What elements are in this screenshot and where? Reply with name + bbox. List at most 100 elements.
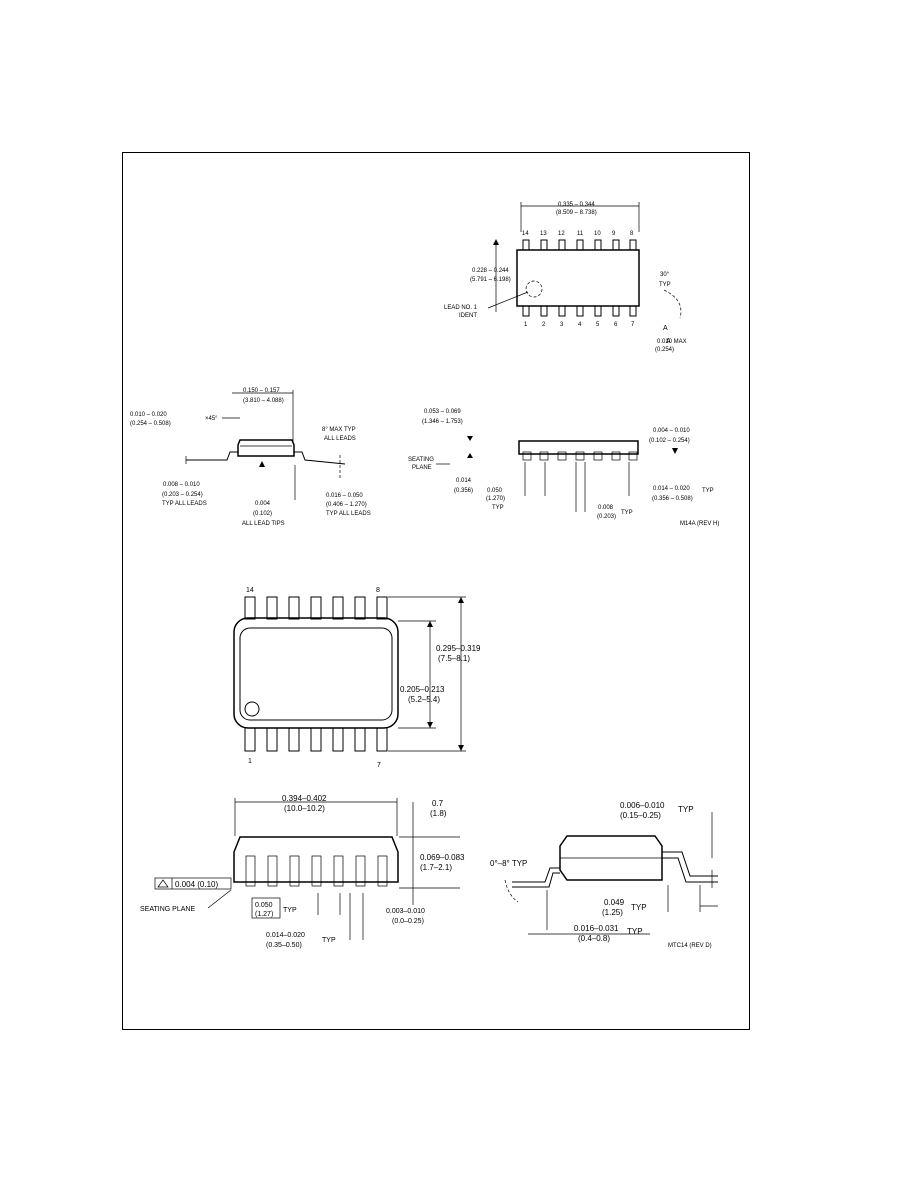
bsv-leadw-typ: TYP xyxy=(322,937,336,944)
pin-number: 13 xyxy=(540,231,547,237)
body-width-in: 0.205–0.213 xyxy=(400,685,445,694)
overall-in: 0.295–0.319 xyxy=(436,644,481,653)
angle-max: 8° MAX TYP xyxy=(322,427,356,433)
pin-number: 9 xyxy=(612,231,616,237)
lead-thk-in: 0.008 – 0.010 xyxy=(163,482,200,488)
front-pitch-typ: TYP xyxy=(492,505,504,511)
section-a-top: A xyxy=(663,325,668,332)
body-width-mm: (5.2–5.4) xyxy=(408,695,440,704)
clear-in: 0.004 – 0.010 xyxy=(653,428,690,434)
pin-number: 3 xyxy=(560,322,564,328)
gap-mm: (0.203) xyxy=(597,514,616,520)
bsv-body-h-mm: (1.7–2.1) xyxy=(420,863,452,872)
top-view-body xyxy=(516,249,640,307)
pin-number: 8 xyxy=(630,231,634,237)
max-mm: (0.254) xyxy=(655,347,674,353)
front-leadw-typ: TYP xyxy=(702,488,714,494)
chamfer-x: ×45° xyxy=(205,416,218,422)
angle-typ: TYP xyxy=(659,282,671,288)
detail-body xyxy=(559,835,663,881)
gap-in: 0.008 xyxy=(598,505,614,511)
front-standoff-in: 0.014 xyxy=(456,478,472,484)
bsv-length-mm: (10.0–10.2) xyxy=(284,804,325,813)
top-view: 0.335 – 0.344 (8.509 – 8.738) 14 13 12 1… xyxy=(444,202,687,353)
pin-label-1: 1 xyxy=(248,758,252,765)
side-body xyxy=(237,439,295,457)
side-width-mm: (3.810 – 4.088) xyxy=(243,398,284,404)
lead-thk-note: TYP ALL LEADS xyxy=(162,501,207,507)
pin1-dot-icon xyxy=(244,701,260,717)
bsv-body-h-in: 0.069–0.083 xyxy=(420,853,465,862)
drawing-number-2: MTC14 (REV D) xyxy=(668,943,712,949)
pin-number: 10 xyxy=(594,231,601,237)
top-length-mm: (8.509 – 8.738) xyxy=(556,210,597,216)
bsv-pitch-typ: TYP xyxy=(283,907,297,914)
detail-len-typ: TYP xyxy=(627,927,643,936)
plane-label: PLANE xyxy=(412,465,432,471)
height-frac-bottom: (1.8) xyxy=(430,809,447,818)
bsv-leadw-mm: (0.35–0.50) xyxy=(266,942,302,949)
side-view: 0.150 – 0.157 (3.810 – 4.088) 0.010 – 0.… xyxy=(130,388,371,527)
section-a-bottom: A xyxy=(666,338,671,345)
front-standoff-mm: (0.356) xyxy=(454,488,473,494)
detail-len-in: 0.016–0.031 xyxy=(574,924,619,933)
side-width-in: 0.150 – 0.157 xyxy=(243,388,280,394)
pin1-ident-icon xyxy=(525,280,543,298)
pin-label-8: 8 xyxy=(376,587,380,594)
coplan-in: 0.004 xyxy=(255,501,271,507)
coplan-mm: (0.102) xyxy=(253,511,272,517)
angle-label: 30° xyxy=(660,272,670,278)
detail-thk-typ: TYP xyxy=(678,805,694,814)
top-length-in: 0.335 – 0.344 xyxy=(558,202,595,208)
front-body xyxy=(518,440,639,455)
pin-label-14: 14 xyxy=(246,587,254,594)
detail-thk-mm: (0.15–0.25) xyxy=(620,811,661,820)
detail-foot-in: 0.049 xyxy=(604,898,625,907)
bsv-length-in: 0.394–0.402 xyxy=(282,794,327,803)
plan-view: 14 8 1 7 0.295–0.319 (7.5–8.1) xyxy=(233,587,481,769)
seating-label: SEATING xyxy=(408,457,434,463)
foot-mm: (0.406 – 1.270) xyxy=(326,502,367,508)
front-height-mm: (1.346 – 1.753) xyxy=(422,419,463,425)
lead-detail: 0.006–0.010 (0.15–0.25) TYP 0°–8° TYP 0.… xyxy=(490,801,718,949)
drawing-frame xyxy=(122,152,750,1030)
bsv-pitch-in: 0.050 xyxy=(255,902,273,909)
coplan-note: ALL LEAD TIPS xyxy=(242,521,285,527)
lead-no1-label: LEAD NO. 1 xyxy=(444,305,478,311)
bsv-pitch-mm: (1.27) xyxy=(255,911,273,918)
angle-all-leads: ALL LEADS xyxy=(324,436,356,442)
detail-thk-in: 0.006–0.010 xyxy=(620,801,665,810)
pin-number: 6 xyxy=(614,322,618,328)
detail-len-mm: (0.4–0.8) xyxy=(578,934,610,943)
clear-mm: (0.102 – 0.254) xyxy=(649,438,690,444)
gap-typ: TYP xyxy=(621,510,633,516)
top-pin-numbers: 14 13 12 11 10 9 8 xyxy=(522,231,634,237)
bsv-standoff-mm: (0.0–0.25) xyxy=(392,918,424,925)
foot-in: 0.016 – 0.050 xyxy=(326,493,363,499)
pin-number: 4 xyxy=(578,322,582,328)
pin-number: 5 xyxy=(596,322,600,328)
max-in: 0.010 MAX xyxy=(657,339,687,345)
seating-plane-label: SEATING PLANE xyxy=(140,906,195,913)
bottom-pin-numbers: 1 2 3 4 5 6 7 xyxy=(524,322,635,328)
pin-number: 7 xyxy=(631,322,635,328)
pin-number: 14 xyxy=(522,231,529,237)
top-width-in: 0.228 – 0.244 xyxy=(472,268,509,274)
pin-number: 1 xyxy=(524,322,528,328)
chamfer-mm: (0.254 – 0.508) xyxy=(130,421,171,427)
front-view: 0.053 – 0.069 (1.346 – 1.753) SEATING PL… xyxy=(408,409,719,527)
pin-number: 12 xyxy=(558,231,565,237)
bsv-body xyxy=(233,836,399,883)
bsv-standoff-in: 0.003–0.010 xyxy=(386,908,425,915)
coplanarity: 0.004 (0.10) xyxy=(175,880,218,889)
pin-number: 2 xyxy=(542,322,546,328)
front-pitch-mm: (1.270) xyxy=(486,496,505,502)
height-frac-top: 0.7 xyxy=(432,799,444,808)
detail-angle: 0°–8° TYP xyxy=(490,859,527,868)
pin-label-7: 7 xyxy=(377,762,381,769)
detail-foot-mm: (1.25) xyxy=(602,908,623,917)
lead-ident-label: IDENT xyxy=(459,313,477,319)
drawing-number-1: M14A (REV H) xyxy=(680,521,719,527)
front-leadw-in: 0.014 – 0.020 xyxy=(653,486,690,492)
